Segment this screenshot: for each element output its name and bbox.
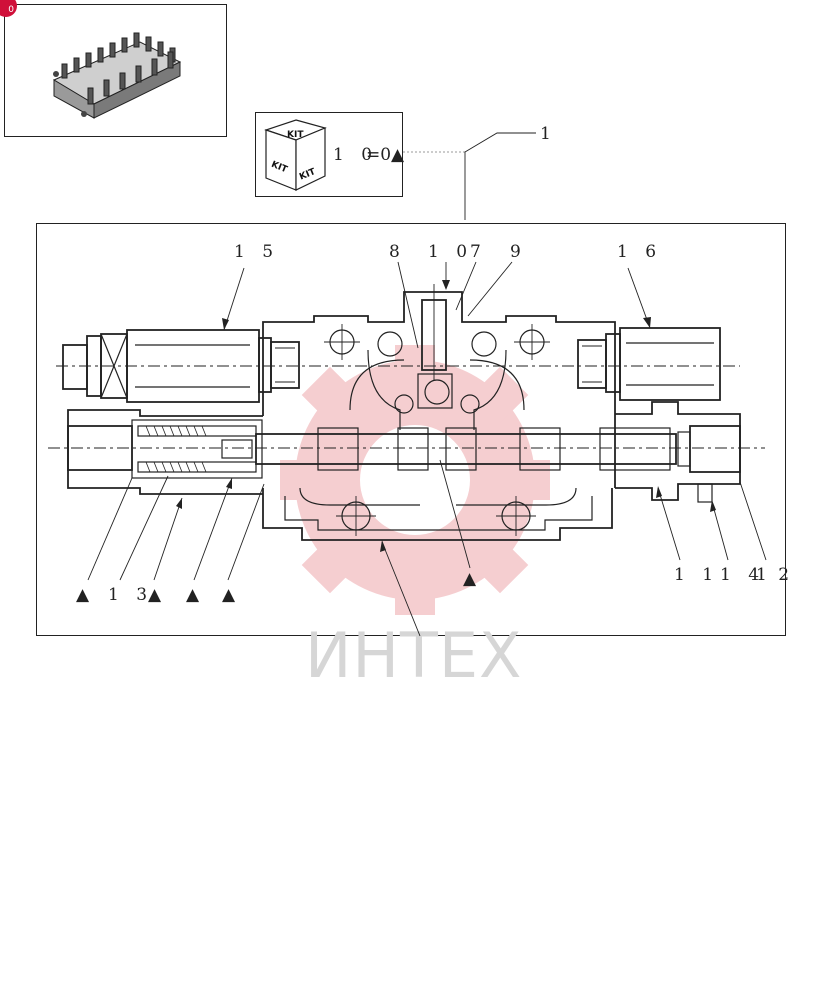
kit-icon: KIT KIT KIT <box>264 119 327 191</box>
callout-1: 1 <box>540 124 557 144</box>
callout-10: 1 0 <box>428 242 473 262</box>
watermark-gear <box>280 345 550 615</box>
thumbnail-valve-image <box>52 32 182 119</box>
kit-reference-number: 1 0 <box>333 145 378 165</box>
leader-line-1 <box>464 132 536 220</box>
callout-triangle-1: ▲ <box>76 585 95 605</box>
callout-triangle-2: ▲ <box>148 585 167 605</box>
callout-triangle-5: ▲ <box>463 569 482 589</box>
valve-section-drawing <box>48 284 765 541</box>
callout-8: 8 <box>389 242 406 262</box>
kit-label-top: KIT <box>287 130 304 140</box>
callout-12: 1 2 <box>756 565 792 585</box>
main-diagram-frame <box>36 223 786 636</box>
thumbnail-frame: 0 <box>0 0 227 137</box>
callout-11: 1 1 <box>674 565 719 585</box>
callout-14: 1 4 <box>720 565 765 585</box>
page-badge: 0 <box>0 0 17 17</box>
callout-9: 9 <box>510 242 527 262</box>
leader-lines <box>87 261 767 637</box>
callout-7: 7 <box>470 242 487 262</box>
callout-13: 1 3 <box>108 585 153 605</box>
callout-16: 1 6 <box>617 242 662 262</box>
watermark-text: ИНТЕХ <box>305 619 523 692</box>
callout-triangle-4: ▲ <box>222 585 241 605</box>
kit-reference-suffix: =0▲ <box>366 145 405 165</box>
callout-15: 1 5 <box>234 242 279 262</box>
callout-triangle-3: ▲ <box>186 585 205 605</box>
kit-frame <box>255 112 403 197</box>
